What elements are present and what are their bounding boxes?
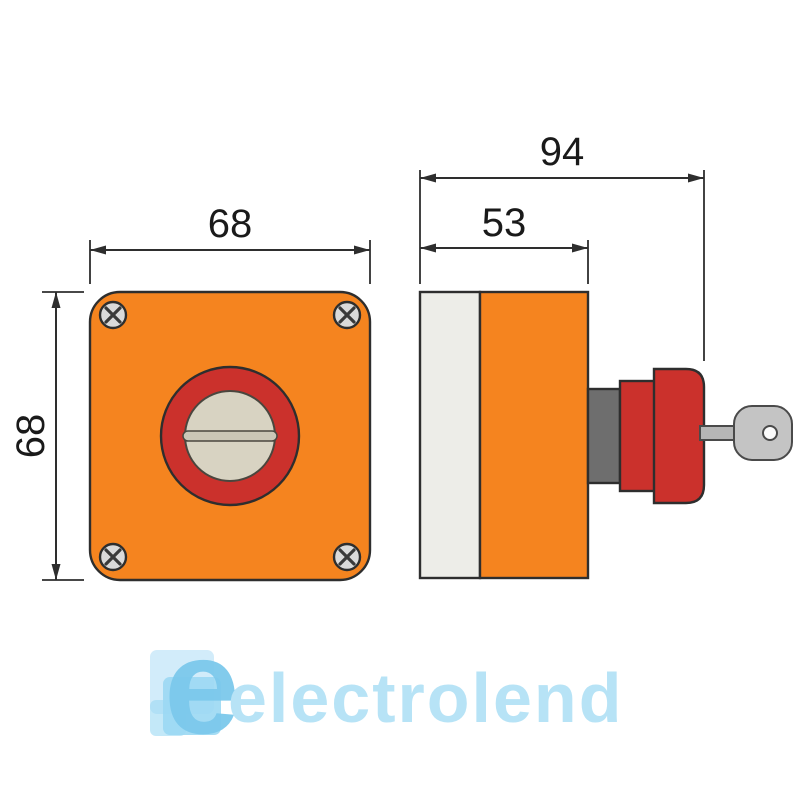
screw-top-left	[98, 300, 128, 330]
logo-letter: e	[164, 610, 240, 762]
side-body-depth-label: 53	[482, 201, 527, 245]
arrowhead-left-icon	[420, 243, 436, 253]
side-overall-depth-label: 94	[540, 130, 585, 174]
arrowhead-right-icon	[572, 243, 588, 253]
side-overall-depth-dimension: 94	[419, 130, 705, 361]
arrowhead-right-icon	[354, 245, 370, 255]
watermark: e electrolend	[150, 610, 623, 762]
screw-slot-icon	[338, 306, 356, 324]
enclosure-body-side	[478, 290, 590, 580]
arrowhead-down-icon	[51, 564, 61, 580]
front-view	[88, 290, 372, 582]
front-height-label: 68	[9, 414, 53, 459]
arrowhead-up-icon	[51, 292, 61, 308]
logo-square-small	[150, 700, 186, 736]
button-collar-cylinder	[586, 387, 622, 485]
screw-bottom-right	[332, 542, 362, 572]
mushroom-head	[652, 367, 706, 505]
watermark-text: electrolend	[228, 659, 623, 737]
screw-slot-icon	[104, 548, 122, 566]
screw-slot-icon	[104, 306, 122, 324]
arrowhead-left-icon	[420, 173, 436, 183]
screw-slot-icon	[338, 548, 356, 566]
front-width-dimension: 68	[89, 202, 371, 284]
key-blade	[699, 425, 739, 441]
screw-bottom-left	[98, 542, 128, 572]
enclosure-lid-side	[418, 290, 482, 580]
arrowhead-left-icon	[90, 245, 106, 255]
screw-top-right	[332, 300, 362, 330]
front-width-label: 68	[208, 202, 253, 246]
side-view	[418, 290, 793, 580]
arrowhead-right-icon	[688, 173, 704, 183]
mushroom-stem	[618, 379, 658, 493]
key-slot	[182, 430, 278, 442]
side-body-depth-dimension: 53	[420, 201, 589, 284]
key-hole-icon	[762, 425, 778, 441]
release-key	[699, 405, 793, 461]
front-height-dimension: 68	[9, 291, 84, 581]
